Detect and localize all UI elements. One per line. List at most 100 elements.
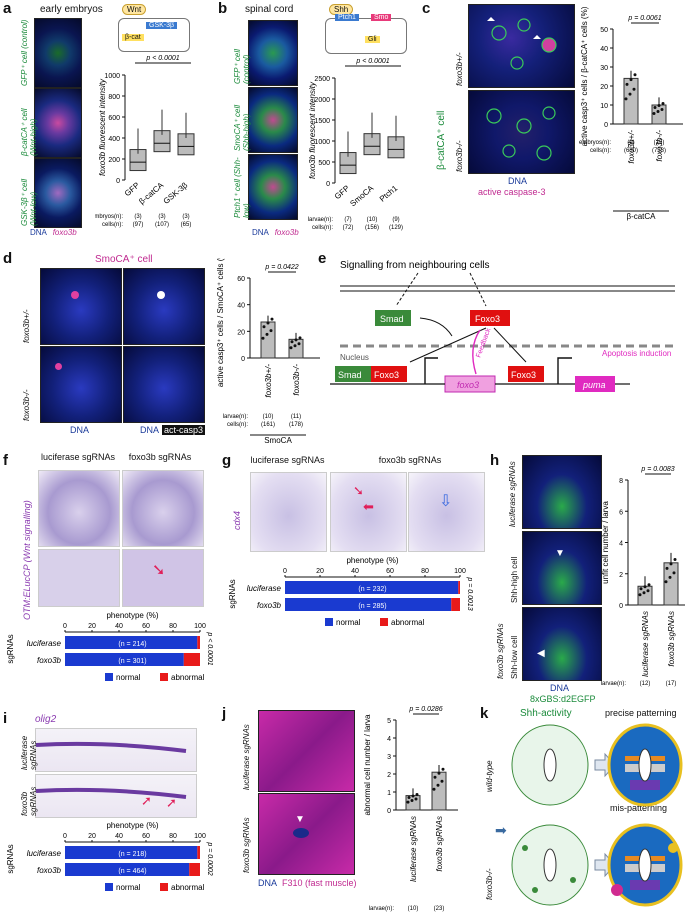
panel-e-apoptosis-text: Apoptosis induction — [602, 349, 671, 358]
panel-letter-a: a — [3, 0, 12, 17]
bar-abnormal — [197, 636, 200, 649]
category-label: foxo3b+/- — [627, 130, 636, 164]
panel-h-row-label-low: Shh-low cell — [510, 635, 519, 679]
panel-e-foxo3-text-nuc: Foxo3 — [374, 370, 399, 380]
n-row-label: larvae(n): — [601, 681, 627, 687]
panel-h-group-label: foxo3b sgRNAs — [496, 623, 505, 679]
category-label: SmoCA — [348, 183, 375, 208]
legend-normal: normal — [116, 673, 141, 682]
y-tick-label: 20 — [600, 84, 608, 91]
panel-k-row-label-wt: wild-type — [485, 760, 494, 792]
y-tick-label: 0 — [619, 603, 623, 610]
legend-swatch-abnormal — [380, 618, 388, 626]
panel-k-mut-band-purple — [630, 880, 660, 890]
bar-normal — [65, 863, 190, 876]
panel-b-gli-label: Gli — [365, 36, 380, 43]
panel-a-title: early embryos — [40, 4, 103, 15]
panel-g-image-luc — [250, 472, 327, 552]
panel-b-row-label-smo: SmoCA⁺ cell (Shh-high) — [233, 104, 251, 151]
n-label: (3) — [182, 214, 189, 220]
bar-normal — [285, 581, 459, 594]
legend-swatch-normal — [325, 618, 333, 626]
panel-a-image-gfp — [34, 18, 82, 88]
data-point — [647, 583, 651, 587]
y-axis-label: foxo3b fluorescent intensity — [308, 81, 317, 179]
bar-abnormal — [183, 653, 200, 666]
panel-f-side-label: OTM:ELucCP (Wnt signalling) — [22, 500, 32, 620]
panel-g-col-label-1: luciferase sgRNAs — [250, 455, 325, 465]
data-point — [269, 329, 273, 333]
bar-normal — [65, 653, 184, 666]
n-row-label: embryos(n): — [579, 140, 611, 146]
panel-j-image-luc — [258, 710, 355, 792]
panel-j-arrowhead: ▼ — [295, 814, 305, 825]
panel-g-side-label: cdx4 — [232, 510, 242, 530]
category-label: luciferase — [27, 639, 62, 648]
panel-i-row-label-luc: luciferase sgRNAs — [20, 735, 38, 770]
bar-abnormal — [458, 581, 460, 594]
y-tick-label: 0 — [241, 356, 245, 363]
panel-a-stain-legend: DNA foxo3b — [30, 228, 77, 237]
panel-d-stain-marker: act-casp3 — [162, 425, 206, 435]
x-tick-label: 60 — [142, 833, 150, 840]
data-point — [432, 787, 436, 791]
x-tick-label: 40 — [351, 568, 359, 575]
panel-letter-i: i — [3, 710, 8, 727]
n-label: (10) — [367, 217, 378, 223]
n-label: (9) — [627, 140, 634, 146]
data-point — [632, 87, 636, 91]
panel-d-stain-dna2: DNA — [140, 425, 160, 435]
data-point — [628, 92, 632, 96]
x-axis-label: phenotype (%) — [106, 821, 158, 830]
panel-f-image-luc — [38, 470, 120, 547]
panel-e-nucleus-text: Nucleus — [340, 353, 369, 362]
p-value: p < 0.0001 — [145, 55, 179, 62]
category-label: foxo3b — [257, 601, 282, 610]
n-row-label: cells(n): — [590, 148, 611, 154]
panel-h-row-label-luc: luciferase sgRNAs — [508, 461, 517, 527]
y-tick-label: 50 — [600, 27, 608, 34]
panel-e-arrow-smad-foxo — [419, 317, 453, 337]
panel-k-wt-canal-2 — [638, 748, 652, 782]
x-tick-label: 80 — [169, 833, 177, 840]
n-label: (12) — [640, 681, 651, 687]
category-label: luciferase — [247, 584, 282, 593]
n-label: (23) — [434, 906, 445, 912]
x-tick-label: 20 — [88, 623, 96, 630]
panel-b-schematic: Shh Ptch1 Smo Gli — [325, 4, 407, 54]
y-tick-label: 600 — [108, 115, 120, 122]
panel-g-image-foxo-1: ➘ ⬅ — [330, 472, 407, 552]
legend-normal: normal — [116, 883, 141, 892]
panel-h-arrowhead-1: ▼ — [555, 548, 565, 559]
x-tick-label: 0 — [63, 623, 67, 630]
y-tick-label: 0 — [326, 181, 330, 188]
panel-j-row-label-luc: luciferase sgRNAs — [242, 724, 251, 790]
data-point — [657, 104, 661, 108]
panel-e-foxo3-box-nuc — [371, 366, 407, 382]
n-label: (n = 301) — [118, 658, 146, 665]
panel-i-stripe-foxo — [36, 787, 187, 799]
panel-c-stain-marker: active caspase-3 — [478, 187, 546, 197]
legend-abnormal: abnormal — [171, 883, 205, 892]
x-tick-label: 20 — [88, 833, 96, 840]
panel-e-arrow-to-nuc2 — [493, 327, 527, 363]
data-point — [629, 78, 633, 82]
data-point — [415, 792, 419, 796]
panel-f-col-label-1: luciferase sgRNAs — [40, 452, 116, 462]
panel-c-image-het — [468, 4, 575, 88]
y-tick-label: 200 — [108, 157, 120, 164]
x-tick-label: 0 — [283, 568, 287, 575]
data-point — [638, 593, 642, 597]
panel-e-feedback-arrow — [472, 329, 481, 375]
y-tick-label: 2000 — [314, 97, 330, 104]
panel-k-mut-ectopic-1 — [611, 884, 623, 896]
y-tick-label: 5 — [387, 718, 391, 725]
data-point — [265, 332, 269, 336]
panel-e-smad-box — [375, 310, 411, 326]
y-tick-label: 0 — [387, 808, 391, 815]
y-tick-label: 4 — [387, 736, 391, 743]
data-point — [293, 344, 297, 348]
